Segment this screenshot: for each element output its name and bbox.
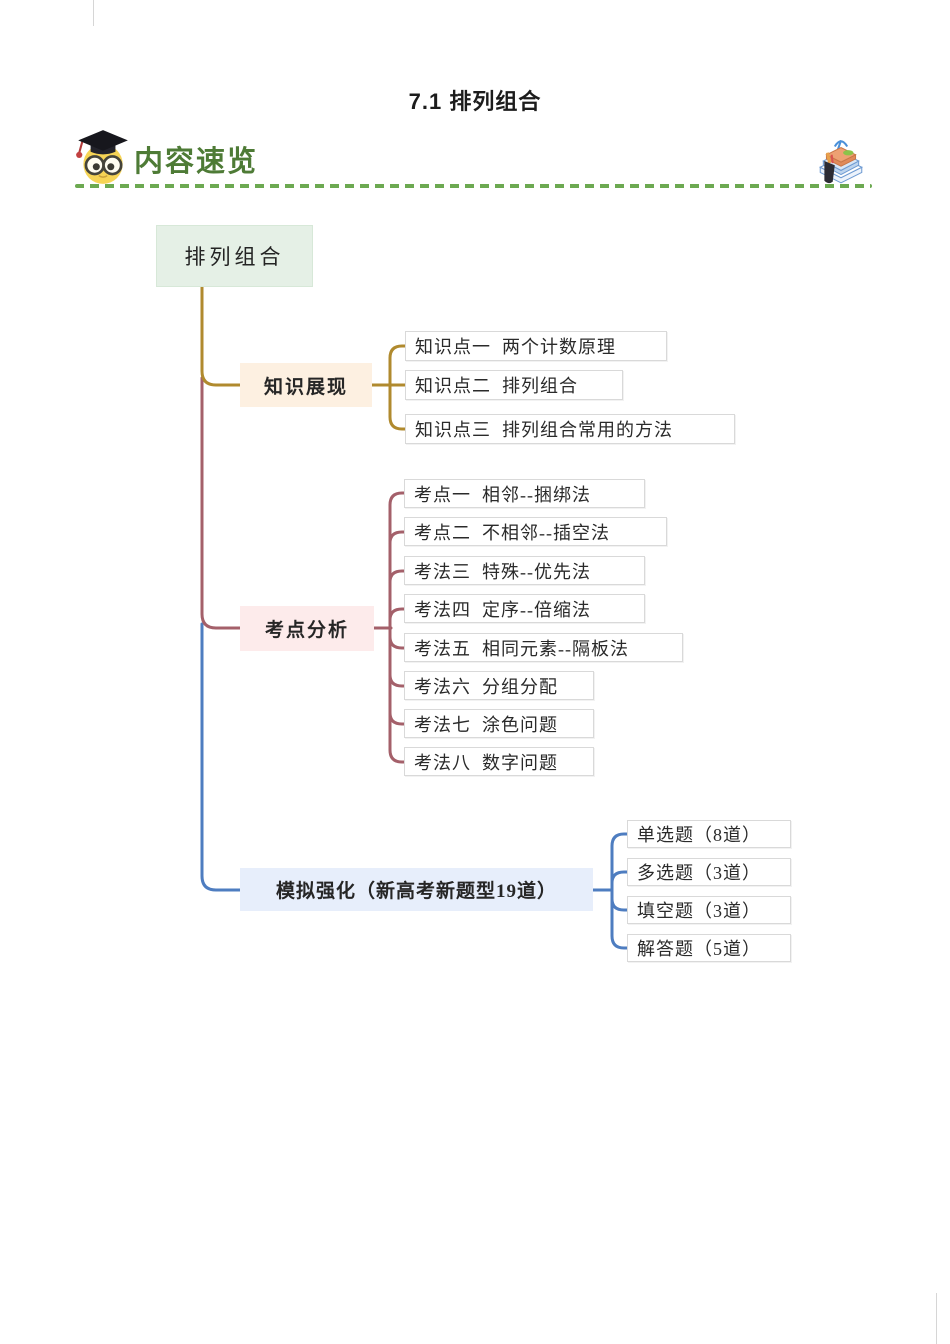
exam-point-item: 考法五 相同元素--隔板法 bbox=[404, 633, 683, 662]
question-type-item: 多选题（3道） bbox=[627, 858, 791, 886]
branch-node-exam-points: 考点分析 bbox=[240, 606, 374, 651]
exam-point-item: 考法六 分组分配 bbox=[404, 671, 594, 700]
section-header-label: 内容速览 bbox=[134, 146, 259, 178]
question-type-item: 解答题（5道） bbox=[627, 934, 791, 962]
books-stack-icon bbox=[819, 139, 863, 184]
exam-point-item: 考法三 特殊--优先法 bbox=[404, 556, 645, 585]
knowledge-item: 知识点三 排列组合常用的方法 bbox=[405, 414, 735, 444]
exam-point-item: 考点二 不相邻--插空法 bbox=[404, 517, 667, 546]
exam-point-item: 考法四 定序--倍缩法 bbox=[404, 594, 645, 623]
branch-node-simulation: 模拟强化（新高考新题型19道） bbox=[240, 868, 593, 911]
mindmap-root-node: 排列组合 bbox=[156, 225, 313, 287]
page-title: 7.1 排列组合 bbox=[408, 89, 542, 114]
question-type-item: 单选题（8道） bbox=[627, 820, 791, 848]
knowledge-branch-lines bbox=[200, 285, 407, 431]
exam-point-item: 考点一 相邻--捆绑法 bbox=[404, 479, 645, 508]
owl-graduate-icon bbox=[76, 130, 128, 184]
exam-point-item: 考法八 数字问题 bbox=[404, 747, 594, 776]
exam-points-branch-lines bbox=[200, 376, 406, 764]
knowledge-item: 知识点一 两个计数原理 bbox=[405, 331, 667, 361]
exam-point-item: 考法七 涂色问题 bbox=[404, 709, 594, 738]
dashed-divider bbox=[75, 184, 872, 188]
question-type-item: 填空题（3道） bbox=[627, 896, 791, 924]
page-edge-mark bbox=[93, 0, 94, 26]
branch-node-knowledge: 知识展现 bbox=[240, 363, 372, 407]
knowledge-item: 知识点二 排列组合 bbox=[405, 370, 623, 400]
page-edge-mark bbox=[936, 1293, 937, 1344]
